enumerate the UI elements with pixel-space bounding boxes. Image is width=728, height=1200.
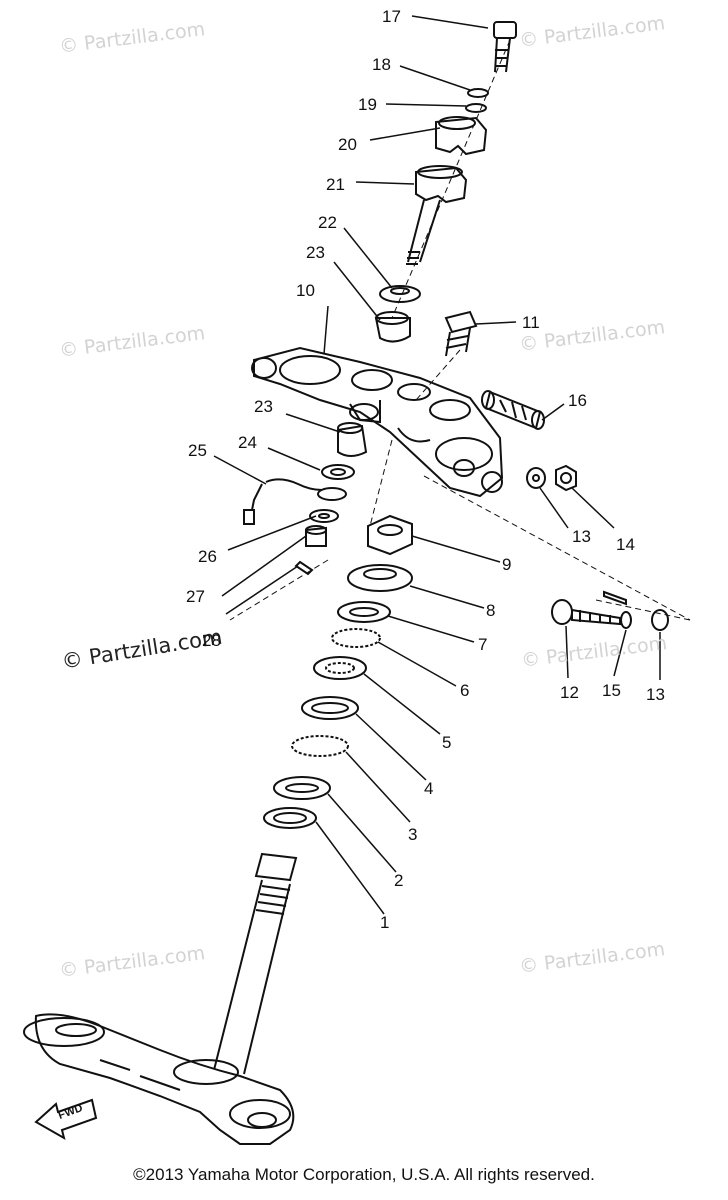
callout-12: 12 xyxy=(560,683,579,702)
part-bolt-17 xyxy=(493,21,517,73)
part-damper-23-lower xyxy=(337,422,368,457)
callout-10: 10 xyxy=(296,281,315,300)
callout-9: 9 xyxy=(502,555,512,574)
part-upper-bracket-10 xyxy=(251,346,504,498)
part-holder-lower-21 xyxy=(406,165,468,265)
part-washer-24 xyxy=(321,464,355,480)
part-seal-1 xyxy=(263,807,317,829)
callout-15: 15 xyxy=(602,681,621,700)
part-bolt-11 xyxy=(444,310,478,357)
part-sleeve-16 xyxy=(481,390,545,430)
callout-25: 25 xyxy=(188,441,207,460)
part-steering-stem xyxy=(23,852,298,1145)
callout-20: 20 xyxy=(338,135,357,154)
callout-8: 8 xyxy=(486,601,496,620)
callout-17: 17 xyxy=(382,7,401,26)
part-spacer-27 xyxy=(305,525,327,547)
callout-14: 14 xyxy=(616,535,635,554)
part-bolt-12 xyxy=(551,599,621,626)
part-wire-25 xyxy=(243,478,323,525)
part-race-5 xyxy=(313,656,367,680)
part-washer-15 xyxy=(603,590,632,629)
callout-6: 6 xyxy=(460,681,470,700)
callout-11: 11 xyxy=(522,313,540,332)
callout-28: 28 xyxy=(202,631,221,650)
part-washer-19 xyxy=(465,103,487,113)
part-race-2 xyxy=(273,776,331,800)
callout-7: 7 xyxy=(478,635,488,654)
callout-23-lower: 23 xyxy=(254,397,273,416)
copyright-footer: ©2013 Yamaha Motor Corporation, U.S.A. A… xyxy=(133,1165,595,1184)
callout-22: 22 xyxy=(318,213,337,232)
callout-19: 19 xyxy=(358,95,377,114)
callout-13-lower: 13 xyxy=(646,685,665,704)
part-damper-23-upper xyxy=(374,311,411,343)
leader-lines xyxy=(213,15,661,915)
callout-16: 16 xyxy=(568,391,587,410)
callout-1: 1 xyxy=(380,913,390,932)
part-ring-nut-9 xyxy=(367,514,413,556)
callout-5: 5 xyxy=(442,733,452,752)
part-holder-upper-20 xyxy=(435,116,488,156)
callout-2: 2 xyxy=(394,871,404,890)
callout-26: 26 xyxy=(198,547,217,566)
part-race-4 xyxy=(301,696,359,720)
part-clip-28 xyxy=(294,560,314,576)
part-balls-3 xyxy=(291,735,349,757)
part-washer-13-upper xyxy=(526,467,546,489)
part-washer-26 xyxy=(309,509,339,523)
callout-27: 27 xyxy=(186,587,205,606)
part-balls-6 xyxy=(331,628,381,648)
callout-24: 24 xyxy=(238,433,257,452)
part-nut-14 xyxy=(555,464,577,492)
callout-18: 18 xyxy=(372,55,391,74)
alignment-lines xyxy=(229,39,691,621)
part-washer-18 xyxy=(467,88,489,98)
callout-13-upper: 13 xyxy=(572,527,591,546)
part-race-7 xyxy=(337,601,391,623)
callout-21: 21 xyxy=(326,175,345,194)
fwd-arrow-icon xyxy=(34,1098,98,1141)
callout-3: 3 xyxy=(408,825,418,844)
part-washer-13-lower xyxy=(651,609,669,631)
callout-23-upper: 23 xyxy=(306,243,325,262)
callout-4: 4 xyxy=(424,779,434,798)
